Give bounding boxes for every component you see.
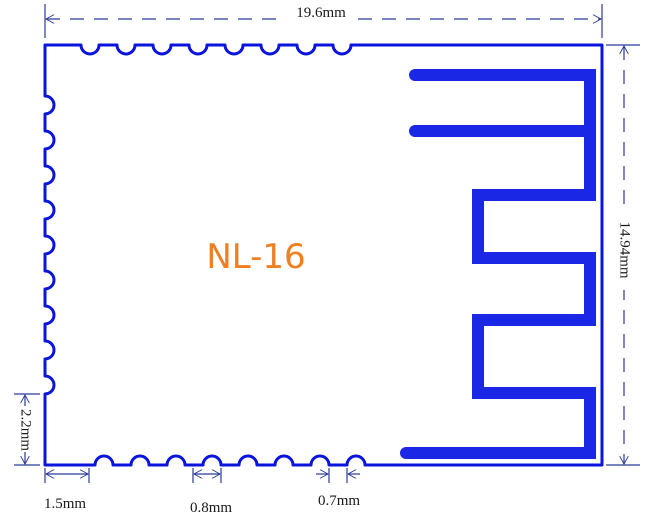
edge-offset-dimension: 2.2mm (14, 393, 40, 466)
module-name-label: NL-16 (206, 237, 305, 277)
module-outline (43, 43, 604, 467)
height-dimension: 14.94mm (606, 44, 640, 466)
pad-pitch-dimension: 0.8mm (190, 468, 232, 516)
height-label: 14.94mm (617, 221, 633, 278)
first-pad-offset-dimension: 1.5mm (44, 468, 90, 512)
pcb-antenna (400, 69, 596, 459)
first-pad-offset-label: 1.5mm (44, 496, 86, 512)
pad-gap-label: 0.7mm (318, 493, 360, 509)
edge-offset-label: 2.2mm (18, 409, 34, 451)
width-dimension: 19.6mm (44, 4, 603, 38)
width-label: 19.6mm (296, 5, 346, 21)
pad-pitch-label: 0.8mm (190, 500, 232, 516)
pad-gap-dimension: 0.7mm (316, 468, 360, 509)
